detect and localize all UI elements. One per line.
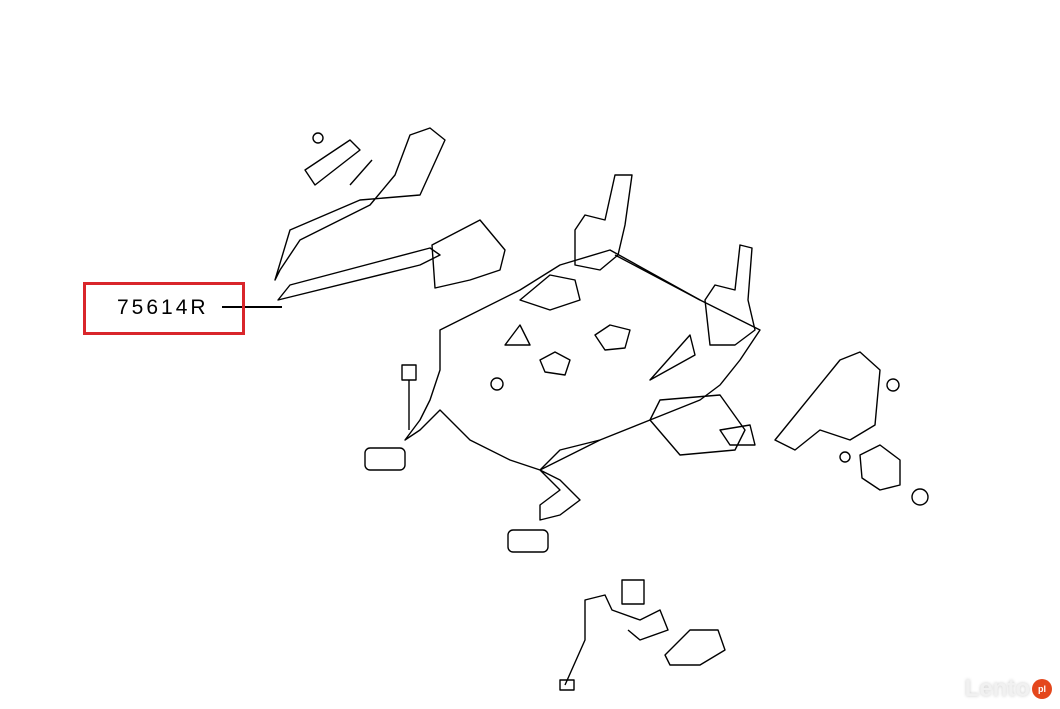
seatbelt-buckle [859, 444, 901, 491]
seat-frame-outline [404, 249, 761, 521]
lever [304, 139, 361, 186]
foot-cap-left [364, 447, 406, 471]
nut [911, 488, 929, 506]
switch-cover [664, 629, 726, 666]
seat-side-cover [774, 351, 881, 451]
bracket-plate [519, 274, 581, 311]
screw [886, 378, 900, 392]
left-track-rail [274, 127, 446, 301]
foot-cap-bottom [507, 529, 549, 553]
wiring-harness [564, 594, 669, 686]
spring [349, 159, 373, 186]
bolt [312, 132, 324, 144]
small-clip [490, 377, 504, 391]
hinge-bracket-left [574, 174, 633, 271]
left-rail-bracket [431, 219, 506, 289]
hinge-bracket-right [704, 244, 756, 346]
watermark-logo: Lento [964, 675, 1030, 702]
washer [839, 451, 851, 463]
right-track-rail [649, 394, 756, 456]
highlight-box [83, 282, 245, 335]
connector [559, 679, 575, 691]
bolt-long [401, 364, 417, 430]
clip-parts [504, 324, 696, 381]
frame-crossbar [539, 254, 701, 471]
watermark-badge: pl [1032, 679, 1052, 699]
seat-switch [621, 579, 645, 605]
part-number-label: 75614R [117, 296, 209, 319]
